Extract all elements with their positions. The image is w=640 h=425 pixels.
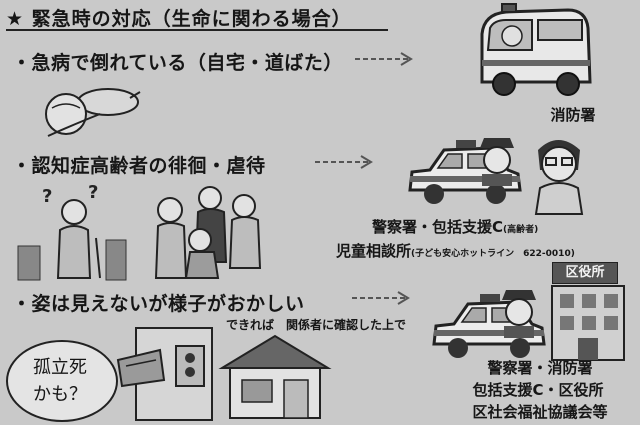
ward-office-sign: 区役所 [552, 262, 618, 284]
police-support-label: 警察署・包括支援C [372, 218, 504, 236]
ambulance-icon [480, 3, 592, 96]
police-officer-icon [480, 138, 514, 186]
child-consult-label: 児童相談所 [336, 242, 412, 260]
child-consult-label-row: 児童相談所(子ども安心ホットライン 622-0010) [336, 240, 575, 261]
svg-text:?: ? [88, 182, 98, 203]
case-dementia-wandering: ・認知症高齢者の徘徊・虐待 [12, 155, 266, 177]
kodokushi-bubble [6, 340, 118, 422]
dashed-arrow-icon [355, 52, 413, 66]
family-abuse-icon [154, 186, 262, 279]
wandering-elderly-icon: ? ? [17, 182, 127, 281]
kodokushi-line2: かも？ [33, 384, 87, 405]
dashed-arrow-icon [352, 291, 410, 305]
hotline-note: (子ども安心ホットライン 622-0010) [411, 249, 575, 259]
house-icon [218, 334, 332, 419]
police-officer-icon [502, 290, 536, 338]
fire-station-label: 消防署 [550, 106, 596, 124]
svg-text:?: ? [42, 186, 52, 207]
police-fire-label: 警察署・消防署 [487, 359, 593, 377]
social-welfare-council-label: 区社会福祉協議会等 [472, 403, 608, 421]
dashed-arrow-icon [315, 155, 373, 169]
support-ward-label: 包括支援C・区役所 [472, 381, 604, 399]
elderly-note: (高齢者) [503, 225, 539, 235]
case-sudden-illness: ・急病で倒れている（自宅・道ばた） [12, 52, 343, 74]
mailbox-door-icon [116, 327, 213, 421]
collapsed-person-icon [45, 88, 141, 137]
elderly-man-icon [534, 140, 584, 215]
police-support-label-row: 警察署・包括支援C(高齢者) [372, 216, 538, 237]
case-something-wrong: ・姿は見えないが様子がおかしい [12, 293, 305, 315]
kodokushi-line1: 孤立死 [33, 357, 87, 378]
title-underline [6, 29, 388, 31]
ward-office-building-icon [551, 285, 625, 361]
confirm-note: できれば 関係者に確認した上で [226, 318, 407, 332]
page-title: ★ 緊急時の対応（生命に関わる場合） [6, 8, 352, 30]
